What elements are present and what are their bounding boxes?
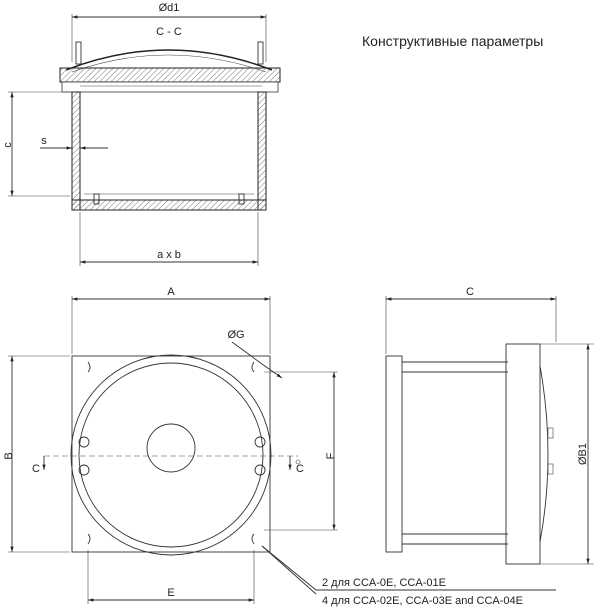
front-mount-width-label: E [167,587,174,599]
front-hole-label: ØG [227,329,244,341]
front-view: A B ØG F E C C 2 для CCA-0E, CCA-01E 4 д… [3,286,556,607]
side-view: C ØB1 [385,286,594,565]
note-line-1: 2 для CCA-0E, CCA-01E [322,577,446,589]
boss-left-bottom [78,464,90,476]
lid-tab-right [257,41,264,65]
slot-top-right [251,361,255,373]
side-lid [505,343,541,565]
lid-dome [65,49,273,71]
outer-ring [70,354,272,556]
boss-left-top [78,436,90,448]
lid-tab-left [75,41,82,65]
front-mount-height-label: F [325,452,337,459]
boss-right-bottom [254,464,266,476]
box-bottom [71,199,267,211]
section-height-label: c [2,142,14,148]
wall-right [257,91,267,211]
slot-bottom-right [251,533,255,545]
section-view: Ød1 C - C c s a x b [2,2,281,266]
front-width-label: A [167,286,175,298]
inner-ring [78,362,264,548]
section-wall-label: s [41,135,47,147]
section-diameter-label: Ød1 [159,2,180,14]
cut-marker-left: C [32,463,40,475]
wall-left [71,91,81,211]
lid-rim [59,67,281,83]
page-heading: Конструктивные параметры [362,33,544,49]
center-hub [146,423,196,473]
note-line-2: 4 для CCA-02E, CCA-03E and CCA-04E [322,595,523,607]
mounting-plate [71,355,271,553]
side-body [385,355,403,553]
slot-bottom-left [87,533,91,545]
section-base-label: a x b [157,249,181,261]
front-height-label: B [3,452,15,459]
slot-top-left [87,361,91,373]
section-cut-label: C - C [156,26,182,38]
side-depth-label: C [466,286,474,298]
side-diameter-label: ØB1 [577,443,589,465]
cut-marker-right: C [296,463,304,475]
boss-right-top [254,436,266,448]
